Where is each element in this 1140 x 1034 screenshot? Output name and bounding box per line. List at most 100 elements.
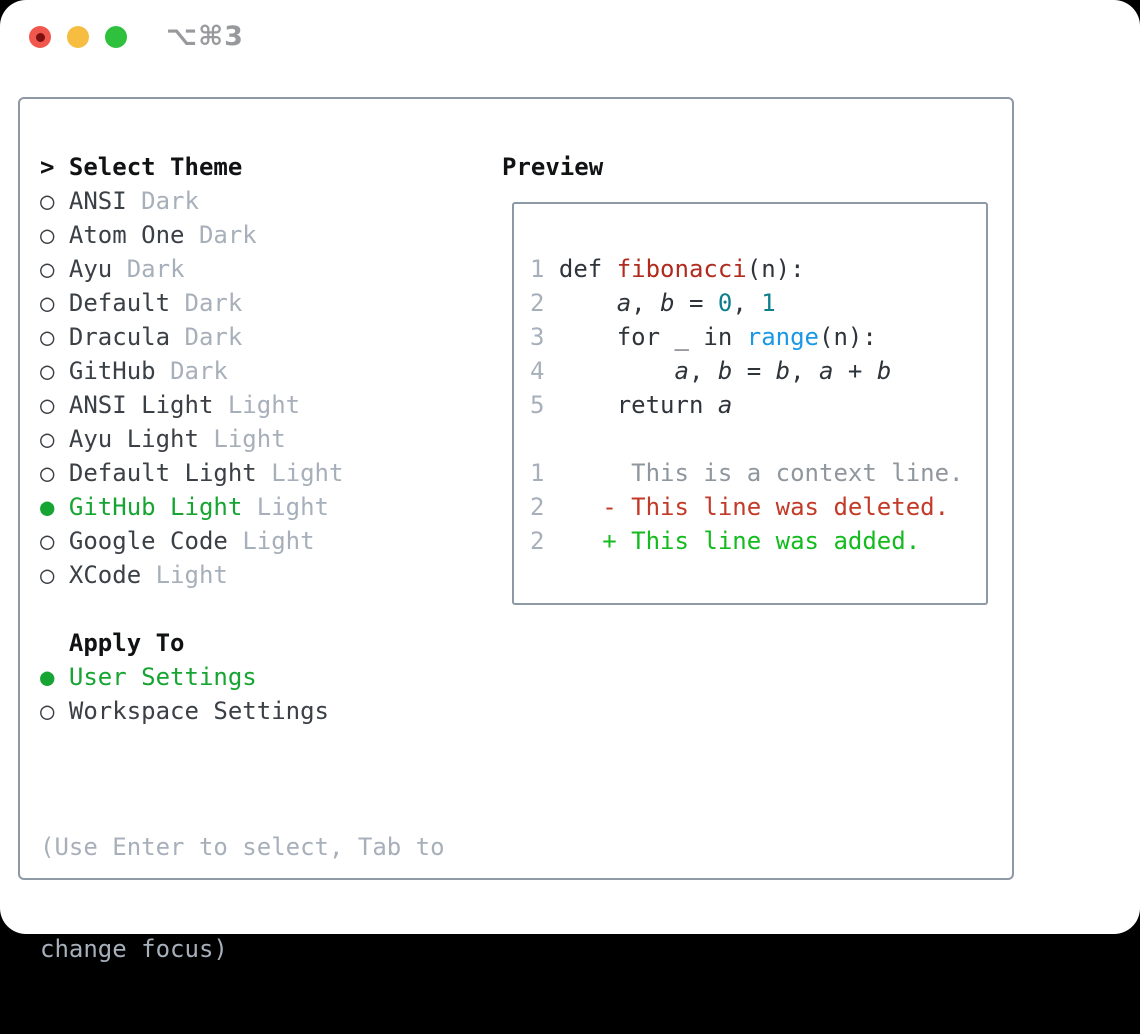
theme-option-dracula[interactable]: ○ Dracula Dark: [40, 320, 445, 354]
theme-option-github-light[interactable]: ● GitHub Light Light: [40, 490, 445, 524]
option-label: Google Code: [68, 527, 228, 555]
option-variant-badge: Light: [227, 391, 301, 419]
radio-unselected-icon: ○: [40, 323, 55, 351]
option-label: Workspace Settings: [68, 697, 329, 725]
option-variant-badge: Light: [213, 425, 286, 453]
code-token-var: b: [660, 289, 675, 317]
code-token-plain: (n):: [819, 323, 877, 351]
code-token-plain: return: [558, 391, 718, 419]
option-variant-badge: Dark: [141, 187, 199, 215]
minimize-button[interactable]: [67, 26, 89, 48]
code-token-plain: ,: [732, 289, 762, 317]
apply-to-header: Apply To: [40, 626, 445, 660]
main-panel: > Select Theme ○ ANSI Dark ○ Atom One Da…: [18, 97, 1014, 963]
option-label: XCode: [68, 561, 142, 589]
code-line: 3 for _ in range(n):: [530, 320, 986, 354]
code-tokens: + This line was added.: [559, 527, 920, 555]
option-label: ANSI Light: [68, 391, 214, 419]
radio-unselected-icon: ○: [40, 527, 55, 555]
code-line: [530, 422, 986, 456]
theme-pane: > Select Theme ○ ANSI Dark ○ Atom One Da…: [40, 150, 445, 1034]
code-line: 2 + This line was added.: [530, 524, 986, 558]
option-variant-badge: Dark: [184, 323, 243, 351]
radio-unselected-icon: ○: [40, 255, 55, 283]
code-token-plain: (n):: [746, 255, 805, 283]
option-label: Ayu: [68, 255, 113, 283]
hint-line-2: change focus): [40, 935, 228, 963]
line-number: 1: [530, 255, 545, 283]
zoom-button[interactable]: [105, 26, 127, 48]
code-token-var: b: [717, 357, 733, 385]
code-token-plain: +: [833, 357, 877, 385]
code-tokens: - This line was deleted.: [559, 493, 949, 521]
hint-text: (Use Enter to select, Tab to change focu…: [40, 762, 445, 1034]
code-token-var: b: [876, 357, 892, 385]
line-number: 2: [530, 493, 545, 521]
option-variant-badge: Light: [256, 493, 329, 521]
option-label: Atom One: [68, 221, 185, 249]
preview-box: 1 def fibonacci(n): 2 a, b = 0, 1 3 for …: [512, 202, 988, 605]
code-tokens: for _ in range(n):: [559, 323, 877, 351]
code-token-func: fibonacci: [616, 255, 747, 283]
line-number: 2: [530, 527, 545, 555]
line-number: 4: [530, 357, 545, 385]
code-token-var: b: [775, 357, 791, 385]
option-label: Default Light: [68, 459, 257, 487]
line-number: 1: [530, 459, 545, 487]
code-line: 2 a, b = 0, 1: [530, 286, 986, 320]
code-tokens: This is a context line.: [559, 459, 963, 487]
code-token-var: a: [616, 289, 632, 317]
code-tokens: a, b = 0, 1: [559, 289, 776, 317]
theme-option-ayu-light[interactable]: ○ Ayu Light Light: [40, 422, 445, 456]
preview-header: Preview: [502, 150, 603, 184]
code-tokens: a, b = b, a + b: [559, 357, 892, 385]
theme-option-atom-one[interactable]: ○ Atom One Dark: [40, 218, 445, 252]
theme-option-xcode[interactable]: ○ XCode Light: [40, 558, 445, 592]
code-token-plain: def: [558, 255, 617, 283]
line-number: 3: [530, 323, 545, 351]
line-number: 2: [530, 289, 545, 317]
radio-unselected-icon: ○: [40, 697, 55, 725]
option-variant-badge: Dark: [170, 357, 228, 385]
radio-unselected-icon: ○: [40, 425, 55, 453]
option-label: User Settings: [68, 663, 257, 691]
apply-option-workspace-settings[interactable]: ○ Workspace Settings: [40, 694, 445, 728]
code-token-plain: for _ in: [558, 323, 747, 351]
select-theme-title: Select Theme: [68, 153, 243, 181]
code-tokens: return a: [558, 391, 733, 419]
line-number: 5: [530, 391, 545, 419]
code-preview: 1 def fibonacci(n): 2 a, b = 0, 1 3 for …: [514, 204, 986, 558]
apply-option-user-settings[interactable]: ● User Settings: [40, 660, 445, 694]
radio-unselected-icon: ○: [40, 391, 55, 419]
theme-option-default[interactable]: ○ Default Dark: [40, 286, 445, 320]
theme-option-default-light[interactable]: ○ Default Light Light: [40, 456, 445, 490]
theme-option-ayu[interactable]: ○ Ayu Dark: [40, 252, 445, 286]
radio-unselected-icon: ○: [40, 561, 55, 589]
option-label: Dracula: [68, 323, 171, 351]
option-variant-badge: Light: [155, 561, 228, 589]
radio-unselected-icon: ○: [40, 289, 55, 317]
apply-to-list: ● User Settings ○ Workspace Settings: [40, 660, 445, 728]
hint-line-1: (Use Enter to select, Tab to: [40, 833, 445, 861]
spacer: [40, 592, 445, 626]
apply-to-title: Apply To: [68, 629, 185, 657]
option-label: Ayu Light: [68, 425, 199, 453]
theme-option-ansi[interactable]: ○ ANSI Dark: [40, 184, 445, 218]
radio-unselected-icon: ○: [40, 459, 55, 487]
code-line: 1 def fibonacci(n):: [530, 252, 986, 286]
theme-option-github[interactable]: ○ GitHub Dark: [40, 354, 445, 388]
cursor-indicator: >: [40, 153, 55, 181]
code-token-plain: =: [674, 289, 718, 317]
theme-option-google-code[interactable]: ○ Google Code Light: [40, 524, 445, 558]
code-token-plain: ,: [688, 357, 718, 385]
select-theme-header: > Select Theme: [40, 150, 445, 184]
theme-option-ansi-light[interactable]: ○ ANSI Light Light: [40, 388, 445, 422]
code-token-added: + This line was added.: [558, 527, 921, 555]
code-line: 2 - This line was deleted.: [530, 490, 986, 524]
code-token-plain: [559, 289, 617, 317]
code-token-deleted: - This line was deleted.: [558, 493, 950, 521]
option-variant-badge: Light: [271, 459, 344, 487]
radio-selected-icon: ●: [40, 493, 55, 521]
code-line: 1 This is a context line.: [530, 456, 986, 490]
close-button[interactable]: [29, 26, 51, 48]
